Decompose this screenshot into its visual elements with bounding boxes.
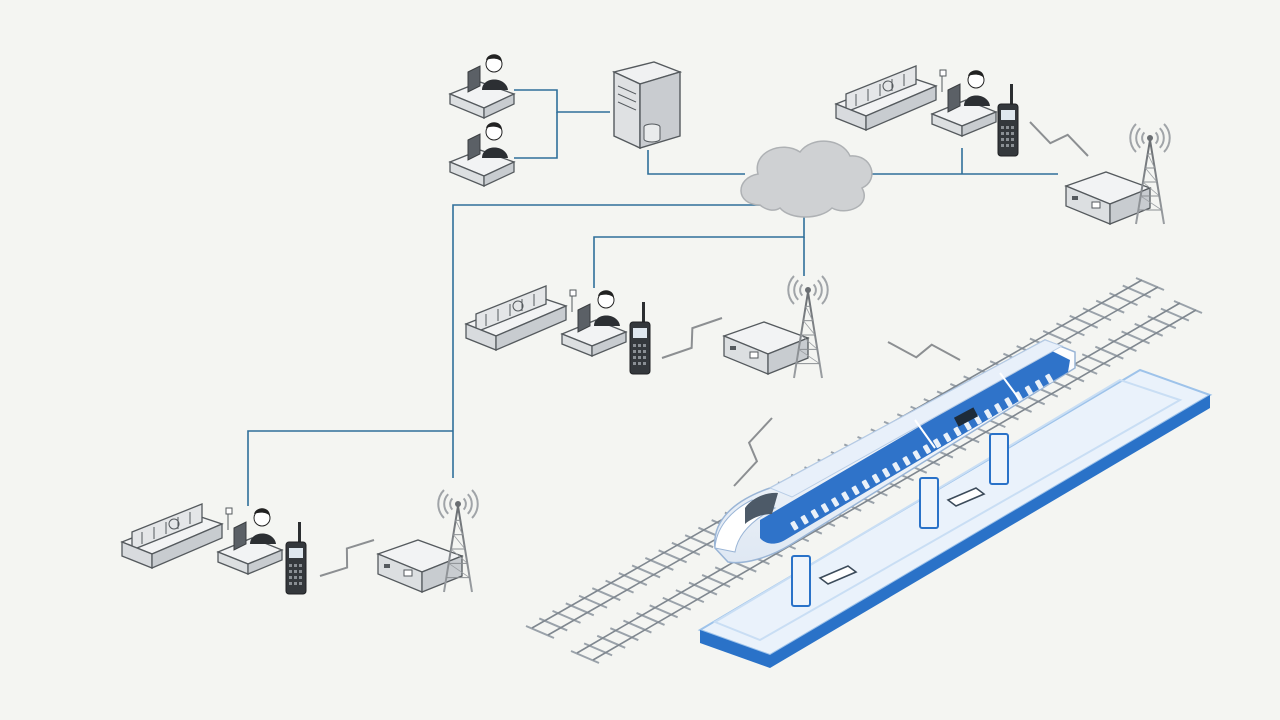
wireless-signal-icon — [887, 341, 961, 361]
link-cloud-trunk — [452, 204, 760, 478]
link-dispatcher-2-server — [514, 112, 558, 159]
base-station-icon — [722, 321, 810, 375]
link-dispatcher-1-server — [514, 89, 610, 113]
handheld-radio-icon — [285, 522, 307, 595]
base-station-icon — [376, 539, 464, 593]
wired-links — [247, 89, 1058, 506]
link-cloud-control-bottom-left — [247, 430, 453, 506]
wireless-signal-icon — [733, 417, 773, 487]
info-kiosk-icon — [791, 433, 1009, 607]
platform-bench-icon — [818, 487, 986, 585]
dispatcher-icon — [448, 122, 516, 188]
link-server-cloud — [647, 150, 745, 175]
high-speed-train-icon — [714, 339, 1076, 564]
control-desk-icon — [834, 65, 998, 137]
radio-tower-icon — [437, 489, 479, 593]
radio-tower-icon — [787, 275, 829, 379]
handheld-radio-icon — [629, 302, 651, 375]
control-desk-icon — [464, 285, 628, 357]
link-cloud-control-middle — [593, 215, 805, 288]
wireless-signal-icon — [319, 539, 375, 577]
server-icon — [611, 61, 683, 150]
handheld-radio-icon — [997, 84, 1019, 157]
dispatcher-icon — [448, 54, 516, 120]
control-desk-icon — [120, 503, 284, 575]
cloud-icon — [740, 140, 873, 218]
wireless-signal-icon — [661, 317, 723, 359]
radio-tower-icon — [1129, 123, 1171, 225]
wireless-signal-icon — [1029, 121, 1089, 157]
